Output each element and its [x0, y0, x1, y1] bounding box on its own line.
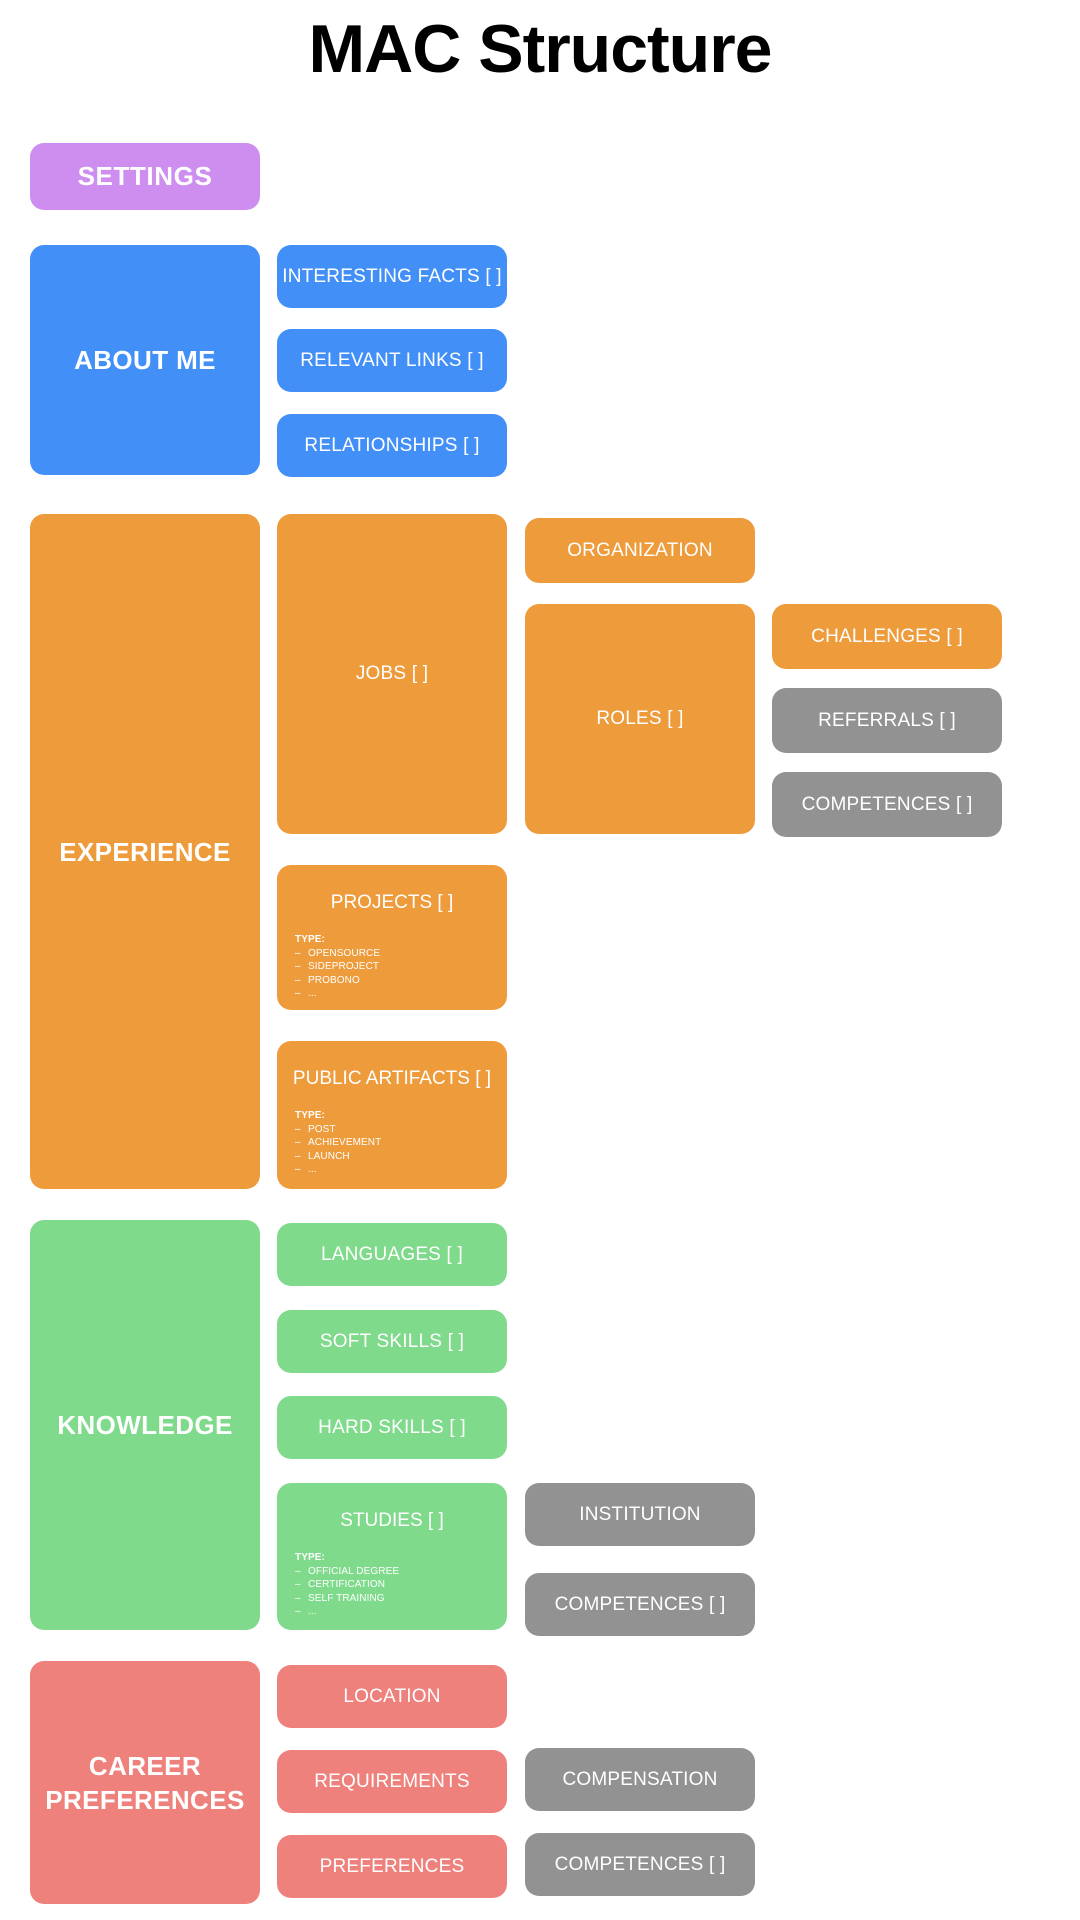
node-knowledge-competences[interactable]: COMPETENCES [ ]	[525, 1573, 755, 1636]
node-experience[interactable]: EXPERIENCE	[30, 514, 260, 1189]
list-item: –LAUNCH	[295, 1150, 350, 1162]
page-title: MAC Structure	[308, 11, 772, 87]
node-projects-type-list: TYPE: –OPENSOURCE –SIDEPROJECT –PROBONO …	[295, 933, 507, 1001]
node-experience-competences[interactable]: COMPETENCES [ ]	[772, 772, 1002, 837]
node-compensation-label: COMPENSATION	[562, 1768, 718, 1790]
node-career-preferences-label: CAREER PREFERENCES	[45, 1750, 245, 1815]
node-projects-type-heading: TYPE:	[295, 934, 325, 945]
list-item: –...	[295, 1164, 317, 1175]
node-location[interactable]: LOCATION	[277, 1665, 507, 1728]
node-public-artifacts-type-list: TYPE: –POST –ACHIEVEMENT –LAUNCH –...	[295, 1109, 507, 1177]
list-item: –OPENSOURCE	[295, 947, 381, 959]
node-hard-skills-label: HARD SKILLS [ ]	[318, 1416, 466, 1438]
node-studies-label: STUDIES [ ]	[340, 1510, 444, 1531]
list-item: –OFFICIAL DEGREE	[295, 1565, 400, 1577]
node-location-label: LOCATION	[343, 1685, 441, 1707]
node-languages[interactable]: LANGUAGES [ ]	[277, 1223, 507, 1286]
node-roles[interactable]: ROLES [ ]	[525, 604, 755, 834]
node-knowledge-label: KNOWLEDGE	[57, 1410, 233, 1440]
node-relevant-links-label: RELEVANT LINKS [ ]	[300, 349, 484, 371]
list-item: –...	[295, 1606, 317, 1617]
node-institution-label: INSTITUTION	[579, 1503, 701, 1525]
node-career-preferences[interactable]: CAREER PREFERENCES	[30, 1661, 260, 1904]
node-requirements[interactable]: REQUIREMENTS	[277, 1750, 507, 1813]
node-relevant-links[interactable]: RELEVANT LINKS [ ]	[277, 329, 507, 392]
node-career-competences[interactable]: COMPETENCES [ ]	[525, 1833, 755, 1896]
node-about-me-label: ABOUT ME	[74, 345, 216, 375]
node-soft-skills[interactable]: SOFT SKILLS [ ]	[277, 1310, 507, 1373]
node-referrals[interactable]: REFERRALS [ ]	[772, 688, 1002, 753]
node-settings[interactable]: SETTINGS	[30, 143, 260, 210]
list-item: –SIDEPROJECT	[295, 961, 380, 972]
node-career-competences-label: COMPETENCES [ ]	[554, 1853, 726, 1875]
node-preferences-label: PREFERENCES	[319, 1855, 465, 1877]
node-experience-competences-label: COMPETENCES [ ]	[801, 793, 973, 815]
node-compensation[interactable]: COMPENSATION	[525, 1748, 755, 1811]
node-institution[interactable]: INSTITUTION	[525, 1483, 755, 1546]
list-item: –...	[295, 988, 317, 999]
node-jobs[interactable]: JOBS [ ]	[277, 514, 507, 834]
list-item: –ACHIEVEMENT	[295, 1137, 382, 1148]
node-studies[interactable]: STUDIES [ ] TYPE: –OFFICIAL DEGREE –CERT…	[277, 1483, 507, 1630]
node-about-me[interactable]: ABOUT ME	[30, 245, 260, 475]
node-public-artifacts-type-heading: TYPE:	[295, 1110, 325, 1121]
node-challenges[interactable]: CHALLENGES [ ]	[772, 604, 1002, 669]
node-interesting-facts-label: INTERESTING FACTS [ ]	[282, 265, 502, 287]
node-relationships-label: RELATIONSHIPS [ ]	[304, 434, 480, 456]
node-soft-skills-label: SOFT SKILLS [ ]	[319, 1330, 465, 1352]
node-projects[interactable]: PROJECTS [ ] TYPE: –OPENSOURCE –SIDEPROJ…	[277, 865, 507, 1010]
node-organization[interactable]: ORGANIZATION	[525, 518, 755, 583]
node-organization-label: ORGANIZATION	[567, 539, 713, 561]
node-studies-type-list: TYPE: –OFFICIAL DEGREE –CERTIFICATION –S…	[295, 1551, 507, 1619]
node-requirements-label: REQUIREMENTS	[314, 1770, 470, 1792]
node-knowledge-competences-label: COMPETENCES [ ]	[554, 1593, 726, 1615]
node-public-artifacts[interactable]: PUBLIC ARTIFACTS [ ] TYPE: –POST –ACHIEV…	[277, 1041, 507, 1189]
node-interesting-facts[interactable]: INTERESTING FACTS [ ]	[277, 245, 507, 308]
node-preferences[interactable]: PREFERENCES	[277, 1835, 507, 1898]
node-relationships[interactable]: RELATIONSHIPS [ ]	[277, 414, 507, 477]
node-knowledge[interactable]: KNOWLEDGE	[30, 1220, 260, 1630]
node-settings-label: SETTINGS	[77, 161, 213, 191]
node-jobs-label: JOBS [ ]	[355, 663, 429, 684]
list-item: –SELF TRAINING	[295, 1592, 385, 1604]
list-item: –CERTIFICATION	[295, 1579, 386, 1590]
node-hard-skills[interactable]: HARD SKILLS [ ]	[277, 1396, 507, 1459]
list-item: –POST	[295, 1123, 336, 1135]
node-experience-label: EXPERIENCE	[59, 836, 231, 867]
node-projects-label: PROJECTS [ ]	[330, 892, 454, 913]
node-public-artifacts-label: PUBLIC ARTIFACTS [ ]	[292, 1068, 492, 1089]
node-languages-label: LANGUAGES [ ]	[321, 1243, 463, 1265]
node-studies-type-heading: TYPE:	[295, 1552, 325, 1563]
node-referrals-label: REFERRALS [ ]	[818, 709, 956, 731]
node-challenges-label: CHALLENGES [ ]	[811, 625, 963, 647]
node-roles-label: ROLES [ ]	[596, 708, 684, 729]
list-item: –PROBONO	[295, 974, 360, 986]
